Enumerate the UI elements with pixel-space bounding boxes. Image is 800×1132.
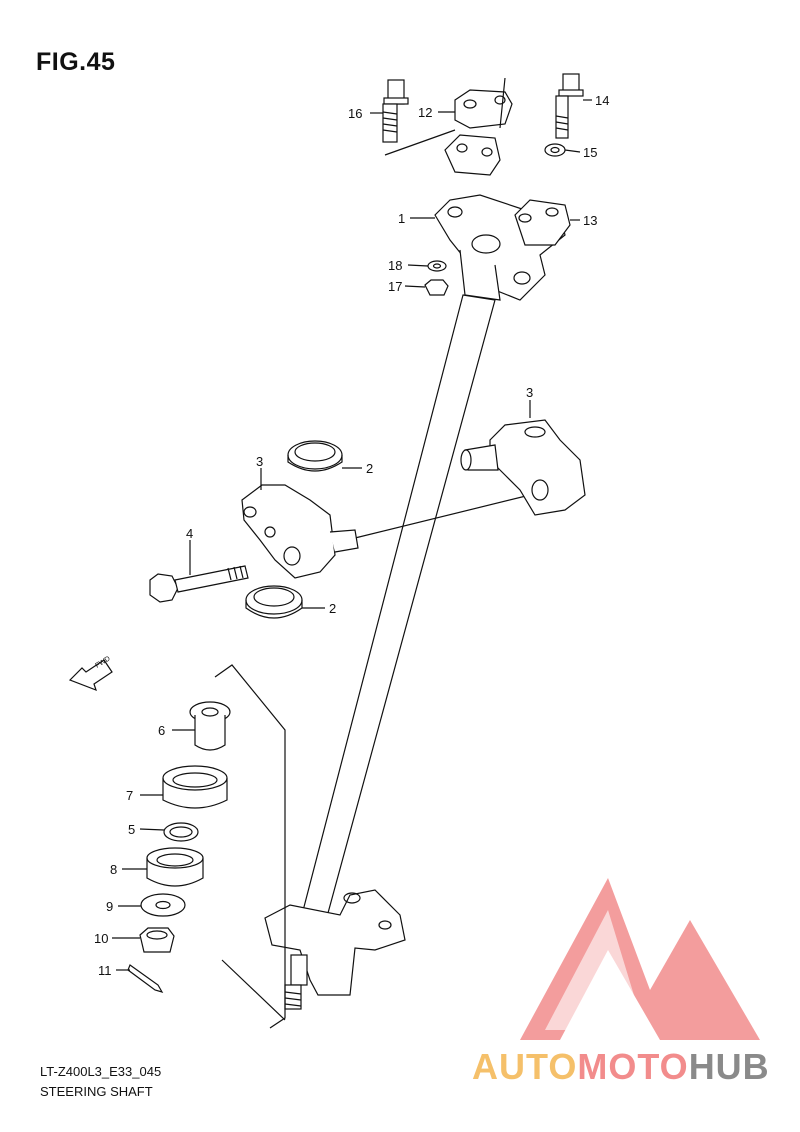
callout-13: 13 — [583, 213, 597, 228]
callout-10: 10 — [94, 931, 108, 946]
callout-18: 18 — [388, 258, 402, 273]
callout-3-left: 3 — [256, 454, 263, 469]
footer-diagram-name: STEERING SHAFT — [40, 1084, 153, 1099]
washer-15 — [544, 143, 566, 157]
upper-clamp-12 — [454, 89, 513, 129]
cotter-pin-11 — [127, 964, 164, 993]
nut-10 — [139, 927, 175, 953]
callout-6: 6 — [158, 723, 165, 738]
watermark-moto: MOTO — [577, 1046, 689, 1087]
callout-4: 4 — [186, 526, 193, 541]
watermark-brand: AUTOMOTOHUB — [472, 1046, 770, 1088]
callout-16: 16 — [348, 106, 362, 121]
washer-18 — [427, 260, 447, 272]
callout-17: 17 — [388, 279, 402, 294]
steering-shaft-lower-arm — [264, 889, 406, 1010]
bush-6 — [189, 701, 231, 751]
watermark-logo — [520, 878, 760, 1040]
shaft-holder-3-left — [241, 484, 359, 579]
bolt-4 — [149, 565, 249, 603]
bolt-14 — [555, 73, 584, 139]
fwd-arrow-icon — [68, 659, 113, 692]
callout-14: 14 — [595, 93, 609, 108]
footer-diagram-code: LT-Z400L3_E33_045 — [40, 1064, 162, 1079]
callout-8: 8 — [110, 862, 117, 877]
shaft-holder-3-right — [460, 419, 586, 516]
nut-17 — [424, 279, 449, 296]
bearing-8 — [146, 847, 204, 887]
bolt-16 — [382, 79, 409, 143]
callout-2-upper: 2 — [366, 461, 373, 476]
steering-shaft-body — [297, 294, 496, 936]
seal-2-lower — [245, 585, 303, 619]
callout-15: 15 — [583, 145, 597, 160]
callout-7: 7 — [126, 788, 133, 803]
oring-5 — [163, 822, 199, 842]
washer-9 — [140, 893, 186, 917]
callout-11: 11 — [98, 963, 112, 978]
callout-5: 5 — [128, 822, 135, 837]
callout-9: 9 — [106, 899, 113, 914]
watermark-auto: AUTO — [472, 1046, 578, 1087]
figure-title: FIG.45 — [36, 48, 116, 76]
callout-2-lower: 2 — [329, 601, 336, 616]
clamp-13 — [514, 199, 571, 246]
bearing-7 — [162, 765, 228, 809]
watermark-hub: HUB — [688, 1046, 770, 1087]
seal-2-upper — [287, 440, 343, 472]
callout-12: 12 — [418, 105, 432, 120]
callout-1: 1 — [398, 211, 405, 226]
callout-3-right: 3 — [526, 385, 533, 400]
